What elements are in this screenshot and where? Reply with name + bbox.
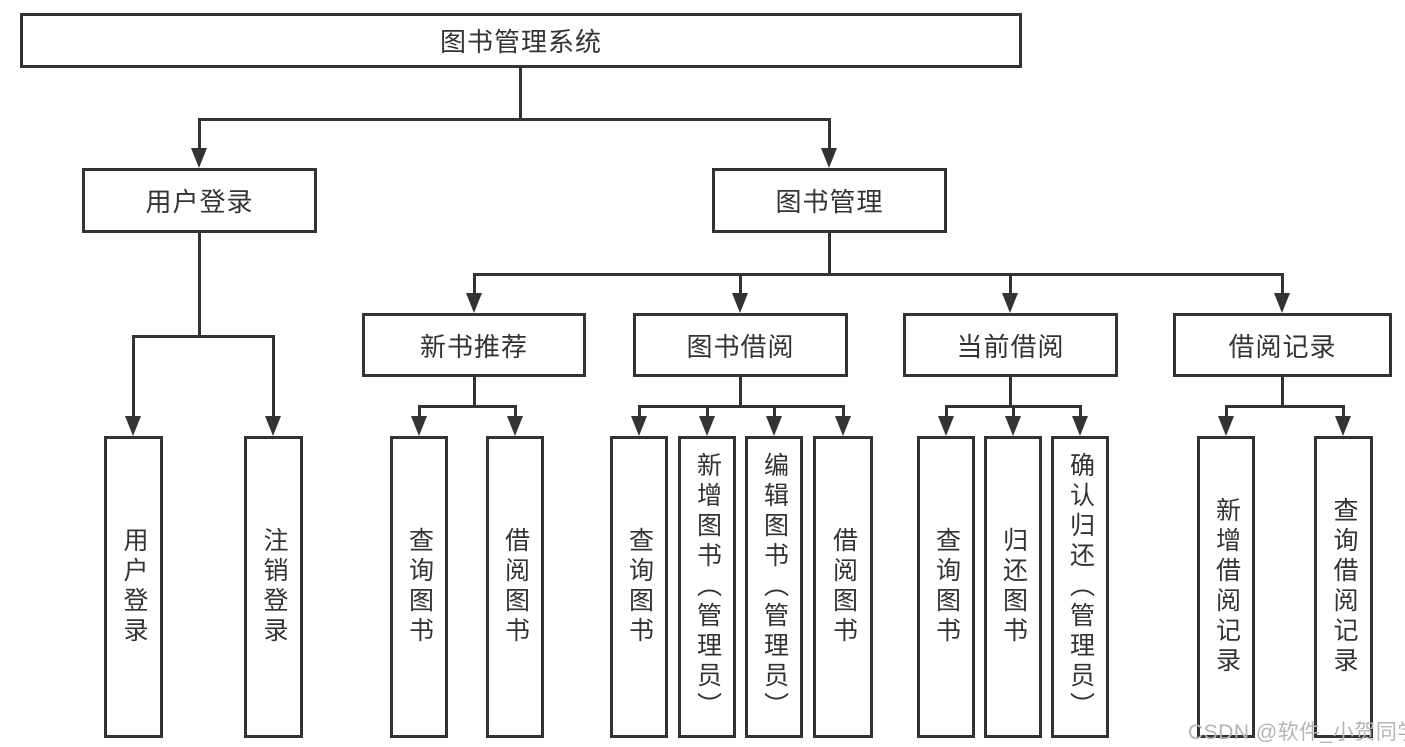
arrowhead-br-query: [1335, 416, 1351, 436]
leaf-borrow-books-newbook: 借阅图书: [486, 436, 544, 738]
connector-root-stem: [519, 68, 522, 118]
node-library-management-system: 图书管理系统: [20, 13, 1022, 68]
connector-current-stem: [1009, 377, 1012, 405]
arrowhead-bb-query: [631, 416, 647, 436]
connector-to-user-login: [198, 118, 201, 148]
leaf-edit-books-admin: 编辑图书（管理员）: [745, 436, 803, 738]
node-new-book-recommend: 新书推荐: [362, 313, 586, 377]
leaf-label: 新增图书（管理员）: [693, 452, 722, 722]
connector-br-add: [1225, 405, 1228, 416]
node-label: 新书推荐: [419, 331, 528, 362]
arrowhead-user-login: [191, 148, 207, 168]
connector-nb-borrow: [514, 405, 517, 416]
node-book-management: 图书管理: [712, 168, 947, 233]
node-book-borrowing: 图书借阅: [633, 313, 848, 377]
leaf-label: 注销登录: [260, 527, 288, 647]
connector-level2-splitter: [198, 118, 831, 121]
arrowhead-leaf-login: [125, 416, 141, 436]
connector-bb-borrow: [842, 405, 845, 416]
leaf-label: 确认归还（管理员）: [1066, 452, 1095, 722]
connector-bb-query: [638, 405, 641, 416]
connector-bb-edit: [773, 405, 776, 416]
connector-to-leaf-login: [132, 335, 135, 416]
connector-borrowing-stem: [739, 377, 742, 405]
leaf-label: 编辑图书（管理员）: [760, 452, 789, 722]
connector-records-splitter: [1225, 405, 1345, 408]
arrowhead-nb-query: [411, 416, 427, 436]
connector-user-login-splitter: [132, 335, 275, 338]
leaf-confirm-return-admin: 确认归还（管理员）: [1051, 436, 1109, 738]
leaf-borrow-books-borrowing: 借阅图书: [813, 436, 873, 738]
node-label: 借阅记录: [1228, 331, 1337, 362]
connector-records-stem: [1281, 377, 1284, 405]
leaf-add-borrow-record: 新增借阅记录: [1197, 436, 1255, 738]
leaf-label: 用户登录: [120, 527, 148, 647]
leaf-logout-login: 注销登录: [244, 436, 303, 738]
node-borrow-records: 借阅记录: [1173, 313, 1392, 377]
arrowhead-cb-return: [1005, 416, 1021, 436]
arrowhead-bb-add: [699, 416, 715, 436]
leaf-add-books-admin: 新增图书（管理员）: [678, 436, 736, 738]
leaf-query-borrow-record: 查询借阅记录: [1314, 436, 1373, 738]
connector-to-leaf-logout: [272, 335, 275, 416]
arrowhead-nb-borrow: [507, 416, 523, 436]
arrowhead-br-add: [1218, 416, 1234, 436]
connector-cb-query: [945, 405, 948, 416]
leaf-label: 借阅图书: [501, 527, 530, 647]
connector-bb-add: [706, 405, 709, 416]
leaf-label: 查询图书: [625, 527, 654, 647]
connector-br-query: [1342, 405, 1345, 416]
arrowhead-cb-query: [938, 416, 954, 436]
leaf-return-books: 归还图书: [984, 436, 1042, 738]
leaf-user-login: 用户登录: [104, 436, 163, 738]
leaf-query-books-borrowing: 查询图书: [610, 436, 668, 738]
connector-to-records: [1281, 273, 1284, 293]
connector-to-borrowing: [739, 273, 742, 293]
leaf-query-books-current: 查询图书: [917, 436, 975, 738]
node-user-login: 用户登录: [82, 168, 317, 233]
leaf-query-books-newbook: 查询图书: [390, 436, 448, 738]
node-label: 图书借阅: [686, 331, 795, 362]
arrowhead-current: [1002, 293, 1018, 313]
arrowhead-new-book: [466, 293, 482, 313]
leaf-label: 新增借阅记录: [1212, 497, 1241, 677]
arrowhead-cb-confirm: [1072, 416, 1088, 436]
leaf-label: 归还图书: [999, 527, 1028, 647]
connector-to-new-book: [473, 273, 476, 293]
arrowhead-borrowing: [732, 293, 748, 313]
leaf-label: 借阅图书: [829, 527, 858, 647]
connector-nb-query: [418, 405, 421, 416]
node-label: 图书管理系统: [439, 27, 602, 57]
arrowhead-records: [1274, 293, 1290, 313]
node-label: 当前借阅: [956, 331, 1065, 362]
arrowhead-book-mgmt: [821, 148, 837, 168]
connector-new-book-stem: [473, 377, 476, 405]
node-current-borrowing: 当前借阅: [903, 313, 1118, 377]
leaf-label: 查询借阅记录: [1330, 497, 1358, 677]
node-label: 图书管理: [775, 187, 884, 217]
connector-borrowing-splitter: [638, 405, 845, 408]
connector-to-book-mgmt: [828, 118, 831, 148]
connector-book-mgmt-stem: [828, 233, 831, 273]
connector-level3-splitter: [473, 273, 1284, 276]
connector-cb-confirm: [1079, 405, 1082, 416]
connector-user-login-stem: [198, 233, 201, 335]
leaf-label: 查询图书: [405, 527, 434, 647]
connector-cb-return: [1012, 405, 1015, 416]
arrowhead-bb-borrow: [835, 416, 851, 436]
arrowhead-bb-edit: [766, 416, 782, 436]
connector-new-book-splitter: [418, 405, 517, 408]
csdn-watermark: CSDN @软件_小贺同学: [1188, 721, 1405, 744]
leaf-label: 查询图书: [932, 527, 961, 647]
node-label: 用户登录: [145, 187, 254, 217]
arrowhead-leaf-logout: [265, 416, 281, 436]
connector-to-current: [1009, 273, 1012, 293]
